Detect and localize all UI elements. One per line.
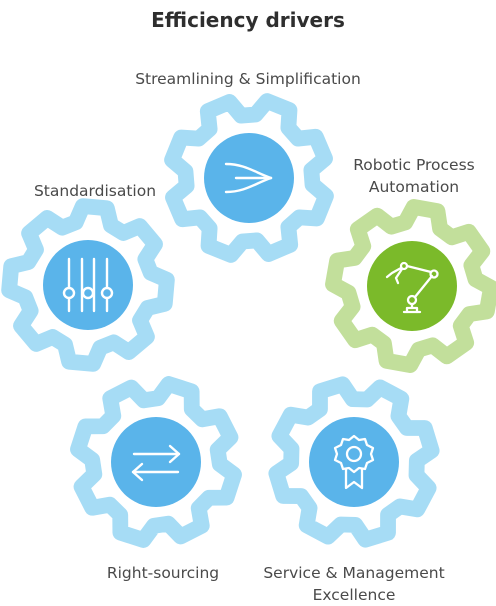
gear-streamlining bbox=[147, 76, 350, 279]
icon-circle-rightsourcing bbox=[111, 417, 201, 507]
robot-arm-icon bbox=[385, 261, 439, 314]
swap-arrows-icon bbox=[131, 444, 181, 482]
gear-rightsourcing bbox=[58, 364, 255, 561]
icon-circle-standardisation bbox=[43, 240, 133, 330]
label-standardisation: Standardisation bbox=[33, 182, 157, 200]
icon-circle-rpa bbox=[367, 241, 457, 331]
arrow-icon bbox=[224, 162, 273, 194]
label-rpa: Robotic Process Automation bbox=[353, 156, 475, 196]
label-rightsourcing: Right-sourcing bbox=[106, 564, 220, 582]
award-ribbon-icon bbox=[333, 434, 375, 490]
gear-service bbox=[248, 356, 459, 567]
gear-standardisation bbox=[3, 200, 172, 369]
label-streamlining: Streamlining & Simplification bbox=[135, 70, 361, 88]
diagram-title: Efficiency drivers bbox=[151, 8, 345, 32]
sliders-icon bbox=[62, 257, 114, 313]
label-service: Service & Management Excellence bbox=[263, 564, 445, 604]
gear-rpa bbox=[322, 196, 496, 377]
